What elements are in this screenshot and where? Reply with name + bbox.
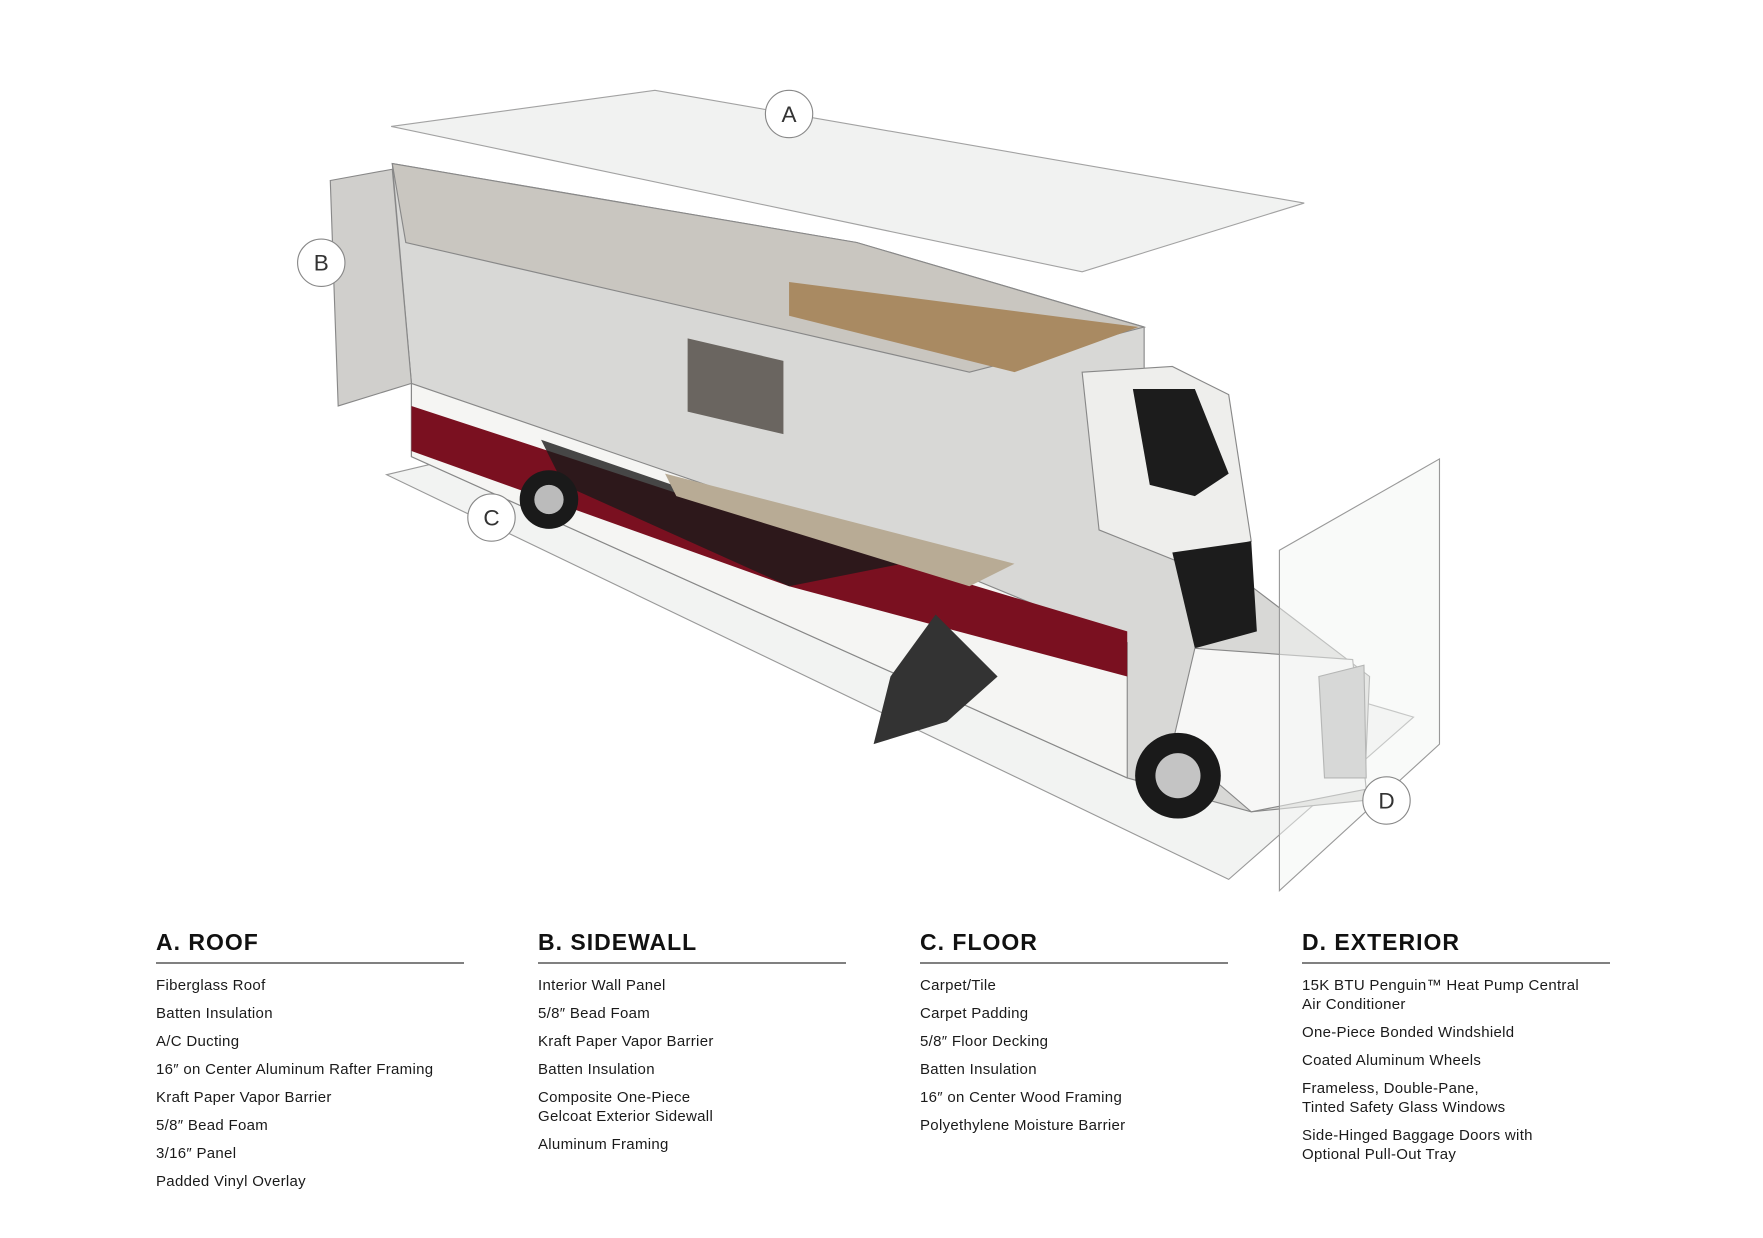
exterior-plane: [1278, 457, 1441, 892]
feature-item: Fiberglass Roof: [156, 977, 266, 994]
feature-item: Aluminum Framing: [538, 1136, 669, 1153]
callout-a: A: [764, 89, 814, 139]
feature-item: 5/8″ Bead Foam: [156, 1117, 269, 1134]
feature-item: Interior Wall Panel: [538, 977, 666, 994]
feature-item: 16″ on Center Wood Framing: [920, 1089, 1123, 1106]
feature-item: Batten Insulation: [538, 1061, 655, 1078]
feature-item: Composite One-Piece Gelcoat Exterior Sid…: [538, 1089, 714, 1125]
section-title: B. SIDEWALL: [538, 929, 846, 964]
feature-list: 15K BTU Penguin™ Heat Pump Central Air C…: [1302, 976, 1610, 1164]
feature-item: Carpet/Tile: [920, 977, 997, 994]
svg-text:B: B: [314, 251, 329, 276]
svg-text:A: A: [782, 102, 797, 127]
feature-item: Coated Aluminum Wheels: [1302, 1052, 1482, 1069]
section-exterior: D. EXTERIOR 15K BTU Penguin™ Heat Pump Ce…: [1302, 929, 1610, 1173]
feature-item: Batten Insulation: [920, 1061, 1037, 1078]
feature-item: Frameless, Double-Pane, Tinted Safety Gl…: [1302, 1080, 1506, 1116]
feature-item: Polyethylene Moisture Barrier: [920, 1117, 1126, 1134]
feature-item: 3/16″ Panel: [156, 1145, 237, 1162]
callout-c: C: [467, 493, 516, 542]
callout-b: B: [297, 238, 346, 288]
feature-item: Padded Vinyl Overlay: [156, 1173, 306, 1190]
section-sidewall: B. SIDEWALL Interior Wall Panel 5/8″ Bead …: [538, 929, 846, 1163]
feature-item: 5/8″ Floor Decking: [920, 1033, 1049, 1050]
svg-text:C: C: [483, 505, 499, 530]
svg-text:D: D: [1378, 788, 1394, 813]
feature-item: 5/8″ Bead Foam: [538, 1005, 651, 1022]
feature-item: A/C Ducting: [156, 1033, 240, 1050]
feature-item: Batten Insulation: [156, 1005, 273, 1022]
roof-plane: [391, 89, 1305, 273]
section-title: A. ROOF: [156, 929, 464, 964]
feature-item: Kraft Paper Vapor Barrier: [156, 1089, 332, 1106]
feature-item: 15K BTU Penguin™ Heat Pump Central Air C…: [1302, 977, 1579, 1013]
callout-d: D: [1362, 776, 1411, 825]
feature-item: Side-Hinged Baggage Doors with Optional …: [1302, 1127, 1533, 1163]
section-title: C. FLOOR: [920, 929, 1228, 964]
feature-item: Carpet Padding: [920, 1005, 1029, 1022]
feature-item: One-Piece Bonded Windshield: [1302, 1024, 1515, 1041]
feature-item: Kraft Paper Vapor Barrier: [538, 1033, 714, 1050]
section-title: D. EXTERIOR: [1302, 929, 1610, 964]
feature-item: 16″ on Center Aluminum Rafter Framing: [156, 1061, 434, 1078]
